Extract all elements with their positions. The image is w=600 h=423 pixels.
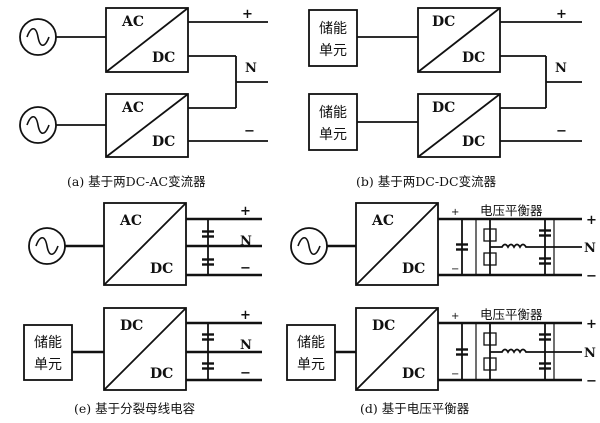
- caption-a: (a) 基于两DC-AC变流器: [67, 174, 206, 189]
- panel-c: [23, 202, 262, 391]
- voltage-balancer-title: 电压平衡器: [480, 203, 543, 218]
- inductor-icon: [490, 243, 582, 249]
- storage-unit-label: 储能: [34, 335, 62, 351]
- converter-ac-label: AC: [121, 14, 144, 30]
- converter-dc-label: DC: [462, 134, 485, 150]
- converter-dc-label: DC: [462, 50, 485, 66]
- storage-unit-label: 储能: [297, 335, 325, 351]
- converter-dc-label: DC: [152, 134, 175, 150]
- voltage-balancer-title: 电压平衡器: [480, 307, 543, 322]
- converter-dc-label: DC: [150, 261, 173, 277]
- switch-icon: [483, 228, 497, 242]
- converter-ac-label: AC: [119, 213, 142, 229]
- rail-pos-label: +: [556, 7, 567, 22]
- storage-unit-label: 单元: [319, 127, 347, 143]
- panel-d: [286, 202, 582, 391]
- converter-dc-label: DC: [432, 14, 455, 30]
- rail-neg-label: −: [244, 124, 255, 139]
- rail-neutral-label: N: [240, 338, 252, 353]
- rail-neg-label: −: [240, 261, 251, 276]
- storage-unit-label: 单元: [34, 357, 62, 373]
- cap-neg-sign: −: [451, 369, 459, 380]
- ac-source-icon: [19, 18, 57, 56]
- storage-unit-label: 储能: [319, 105, 347, 121]
- converter-dc-label: DC: [402, 261, 425, 277]
- rail-pos-label: +: [586, 317, 597, 332]
- ac-source-icon: [28, 227, 66, 265]
- rail-neutral-label: N: [240, 234, 252, 249]
- rail-neutral-label: N: [245, 61, 257, 76]
- converter-dc-label: DC: [120, 318, 143, 334]
- storage-unit-label: 储能: [319, 21, 347, 37]
- converter-dc-label: DC: [372, 318, 395, 334]
- rail-pos-label: +: [242, 7, 253, 22]
- converter-dc-label: DC: [432, 100, 455, 116]
- ac-source-icon: [19, 106, 57, 144]
- switch-icon: [483, 357, 497, 371]
- rail-neutral-label: N: [584, 241, 596, 256]
- rail-neutral-label: N: [555, 61, 567, 76]
- rail-neg-label: −: [586, 374, 597, 389]
- storage-unit-label: 单元: [319, 43, 347, 59]
- rail-pos-label: +: [240, 204, 251, 219]
- caption-b: (b) 基于两DC-DC变流器: [356, 174, 497, 189]
- converter-ac-label: AC: [371, 213, 394, 229]
- switch-icon: [483, 252, 497, 266]
- converter-dc-label: DC: [152, 50, 175, 66]
- converter-ac-label: AC: [121, 100, 144, 116]
- storage-unit-box: [308, 9, 358, 67]
- cap-neg-sign: −: [451, 264, 459, 275]
- rail-pos-label: +: [586, 213, 597, 228]
- rail-neg-label: −: [556, 124, 567, 139]
- caption-c: (e) 基于分裂母线电容: [74, 401, 195, 416]
- converter-dc-label: DC: [402, 366, 425, 382]
- caption-d: (d) 基于电压平衡器: [360, 401, 470, 416]
- rail-pos-label: +: [240, 308, 251, 323]
- panel-b: [308, 7, 582, 158]
- rail-neutral-label: N: [584, 346, 596, 361]
- switch-icon: [483, 332, 497, 346]
- rail-neg-label: −: [586, 269, 597, 284]
- storage-unit-label: 单元: [297, 357, 325, 373]
- rail-neg-label: −: [240, 366, 251, 381]
- ac-source-icon: [290, 227, 328, 265]
- cap-pos-sign: +: [451, 311, 459, 322]
- converter-dc-label: DC: [150, 366, 173, 382]
- cap-pos-sign: +: [451, 207, 459, 218]
- panel-a: [19, 7, 268, 158]
- inductor-icon: [490, 348, 582, 354]
- storage-unit-box: [23, 324, 73, 381]
